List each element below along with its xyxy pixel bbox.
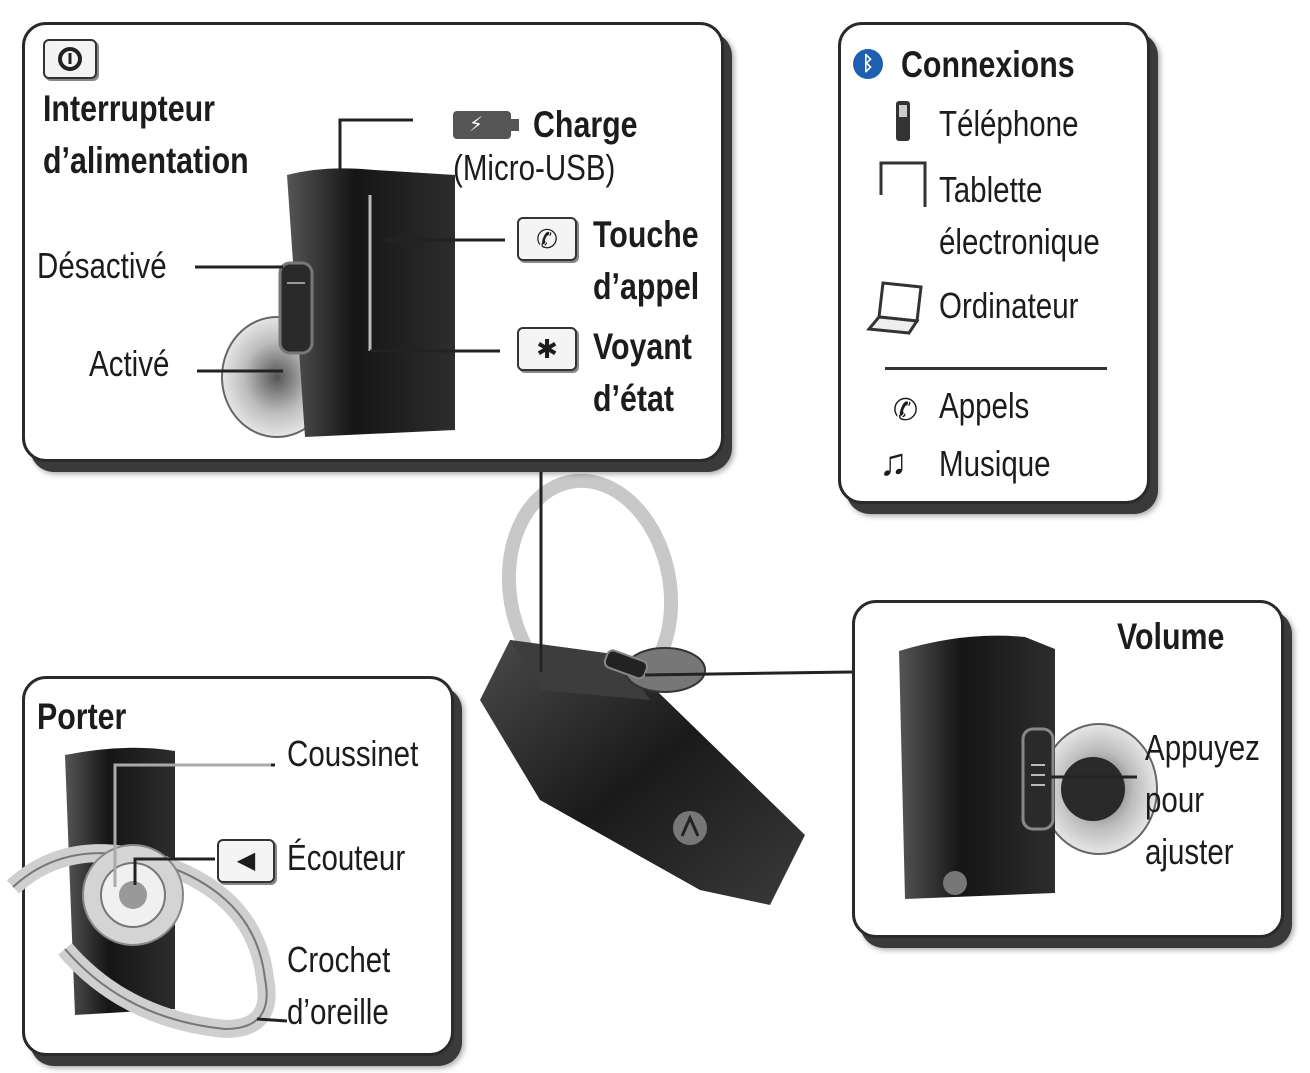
device-tablet-label-2: électronique <box>939 221 1100 262</box>
mode-music-label: Musique <box>939 443 1051 484</box>
laptop-icon <box>866 281 923 335</box>
device-laptop-label: Ordinateur <box>939 285 1079 326</box>
phone-icon: ✆ <box>517 217 577 261</box>
tablet-icon <box>879 161 927 207</box>
ear-hook-label-2: d’oreille <box>287 991 389 1032</box>
speaker-icon: ◀ <box>217 839 275 883</box>
status-led-label-2: d’état <box>593 378 674 419</box>
battery-icon: ⚡ <box>453 111 519 139</box>
volume-instruction-1: Appuyez <box>1145 727 1260 768</box>
controls-panel: Interrupteur d’alimentation ⚡ Charge (Mi… <box>22 22 724 462</box>
call-key-label-1: Touche <box>593 214 699 255</box>
off-state-label: Désactivé <box>37 245 167 286</box>
status-led-label-1: Voyant <box>593 326 692 367</box>
phone-device-icon <box>896 101 910 141</box>
ear-hook-label-1: Crochet <box>287 939 391 980</box>
earpiece-label: Écouteur <box>287 837 406 878</box>
volume-title: Volume <box>1117 616 1225 657</box>
mode-calls-label: Appels <box>939 385 1030 426</box>
volume-instruction-2: pour <box>1145 779 1205 820</box>
headset-side-graphic <box>899 635 1158 899</box>
charge-sub-label: (Micro-USB) <box>453 147 616 188</box>
volume-instruction-3: ajuster <box>1145 831 1234 872</box>
device-phone-label: Téléphone <box>939 103 1079 144</box>
music-note-icon: ♫ <box>879 442 908 484</box>
connections-title: Connexions <box>901 44 1075 85</box>
headset-wear-graphic <box>6 747 288 1039</box>
wear-panel: Porter Coussinet ◀ Écouteur Crochet d’or… <box>6 676 454 1056</box>
on-state-label: Activé <box>89 343 170 384</box>
power-icon <box>43 39 97 79</box>
charge-label: Charge <box>533 104 638 145</box>
led-icon: ✱ <box>517 327 577 371</box>
divider <box>885 367 1107 370</box>
wear-title: Porter <box>37 696 127 737</box>
power-switch-label-2: d’alimentation <box>43 140 249 181</box>
cushion-label: Coussinet <box>287 733 419 774</box>
power-switch-label-1: Interrupteur <box>43 88 215 129</box>
call-key-label-2: d’appel <box>593 266 700 307</box>
call-icon: ✆ <box>893 394 919 427</box>
device-tablet-label-1: Tablette <box>939 169 1043 210</box>
bluetooth-icon: ᛒ <box>853 49 883 79</box>
headset-front-graphic <box>195 118 505 438</box>
connections-panel: ᛒ Connexions Téléphone Tablette électron… <box>838 22 1150 504</box>
volume-panel: Volume Appuyez pour ajuster <box>852 600 1284 938</box>
